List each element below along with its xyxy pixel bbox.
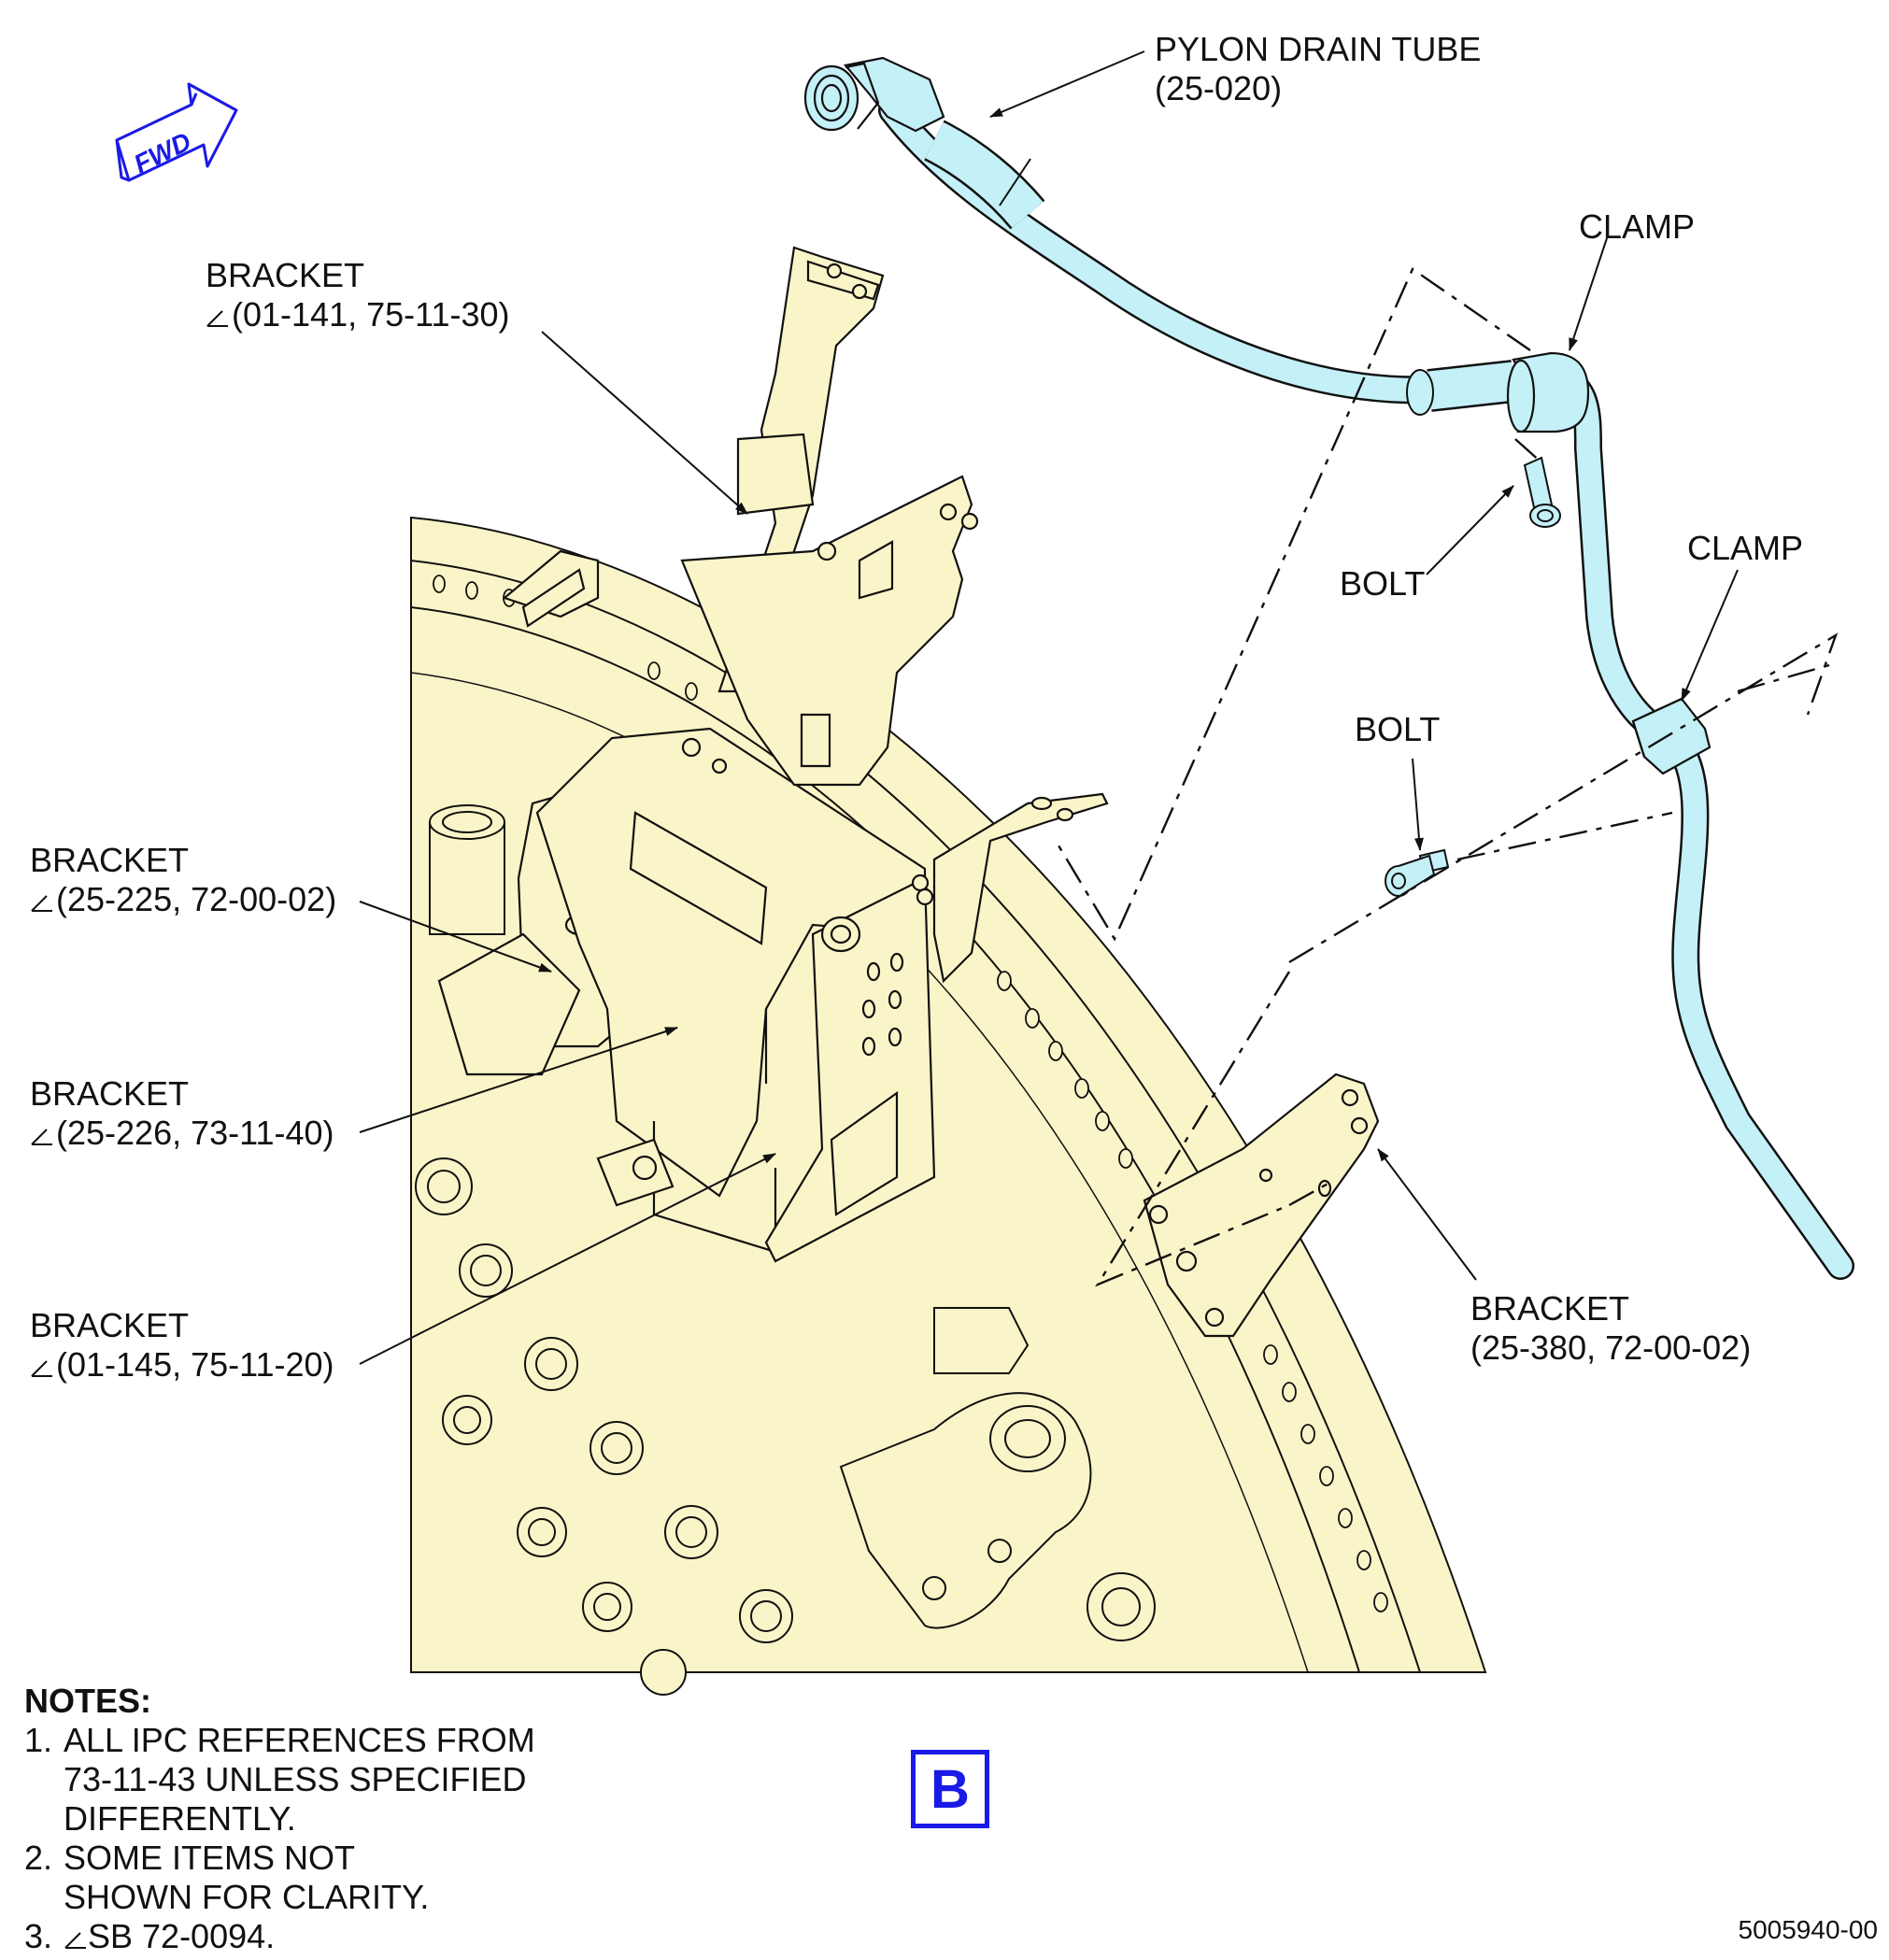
- label-bracket-25-225: BRACKET (25-225, 72-00-02): [30, 841, 336, 919]
- label-bracket-25-225-ref-line: (25-225, 72-00-02): [30, 880, 336, 919]
- lower-link: [839, 1307, 1092, 1629]
- label-bracket-25-226: BRACKET (25-226, 73-11-40): [30, 1074, 334, 1153]
- bracket-01-141-shape: [502, 246, 979, 787]
- label-bracket-25-380: BRACKET (25-380, 72-00-02): [1470, 1289, 1751, 1368]
- bracket-25-380-shape: [1143, 1072, 1380, 1338]
- view-label-box: B: [911, 1750, 989, 1828]
- label-bracket-01-145: BRACKET (01-145, 75-11-20): [30, 1306, 334, 1385]
- label-bolt-upper: BOLT: [1340, 564, 1426, 603]
- triangle-sb-icon: [31, 895, 52, 912]
- triangle-sb-icon: [31, 1360, 52, 1377]
- bolt-lower: [1385, 848, 1450, 897]
- bracket-01-145-shape: [764, 873, 936, 1263]
- label-bracket-25-226-ref: (25-226, 73-11-40): [56, 1114, 334, 1152]
- label-bracket-25-380-ref: (25-380, 72-00-02): [1470, 1328, 1752, 1367]
- note-text: SB 72-0094.: [88, 1917, 276, 1955]
- label-clamp-lower: CLAMP: [1687, 529, 1804, 567]
- triangle-sb-icon: [64, 1932, 86, 1949]
- note-number: 2.: [24, 1839, 53, 1877]
- label-bracket-01-141-name: BRACKET: [206, 256, 365, 294]
- note-item: 1. ALL IPC REFERENCES FROM 73-11-43 UNLE…: [24, 1721, 535, 1839]
- case-bosses: [415, 804, 1156, 1696]
- label-bracket-01-141-ref-line: (01-141, 75-11-30): [206, 295, 510, 334]
- upper-clamp: [1506, 351, 1590, 433]
- triangle-sb-icon: [31, 1129, 52, 1145]
- label-bracket-25-226-name: BRACKET: [30, 1074, 190, 1113]
- label-bracket-01-145-ref-line: (01-145, 75-11-20): [30, 1345, 334, 1385]
- triangle-sb-icon: [206, 310, 228, 327]
- flange-holes: [433, 575, 1388, 1612]
- label-bracket-25-225-name: BRACKET: [30, 841, 190, 879]
- label-pylon-drain-tube-name: PYLON DRAIN TUBE: [1155, 30, 1482, 68]
- note-number: 1.: [24, 1721, 53, 1759]
- label-bracket-01-141: BRACKET (01-141, 75-11-30): [206, 256, 510, 334]
- note-number: 3.: [24, 1917, 53, 1955]
- figure-id: 5005940-00: [1738, 1915, 1878, 1944]
- bracket-25-226-shape: [535, 727, 927, 1254]
- label-bracket-25-226-ref-line: (25-226, 73-11-40): [30, 1114, 334, 1153]
- label-bracket-01-145-name: BRACKET: [30, 1306, 190, 1344]
- label-pylon-drain-tube: PYLON DRAIN TUBE (25-020): [1155, 30, 1481, 108]
- clip-plate: [932, 792, 1109, 984]
- label-clamp-upper: CLAMP: [1579, 207, 1696, 246]
- label-pylon-drain-tube-ref: (25-020): [1155, 69, 1283, 107]
- label-bracket-25-380-name: BRACKET: [1470, 1289, 1630, 1328]
- note-text-sb: SB 72-0094.: [64, 1917, 275, 1956]
- notes-block: NOTES: 1. ALL IPC REFERENCES FROM 73-11-…: [24, 1682, 535, 1956]
- note-text: SOME ITEMS NOT SHOWN FOR CLARITY.: [64, 1839, 430, 1916]
- label-bracket-01-141-ref: (01-141, 75-11-30): [232, 295, 510, 334]
- tube-end-fitting: [803, 56, 945, 133]
- label-bracket-01-145-ref: (01-145, 75-11-20): [56, 1345, 334, 1384]
- note-text: ALL IPC REFERENCES FROM 73-11-43 UNLESS …: [64, 1721, 535, 1838]
- assembly-lines: [1054, 267, 1839, 1287]
- notes-heading: NOTES:: [24, 1682, 152, 1720]
- label-bolt-lower: BOLT: [1355, 710, 1441, 748]
- fwd-arrow-icon: FWD: [115, 82, 238, 182]
- label-bracket-25-225-ref: (25-225, 72-00-02): [56, 880, 337, 918]
- leader-lines: [359, 50, 1739, 1365]
- note-item: 2. SOME ITEMS NOT SHOWN FOR CLARITY.: [24, 1839, 535, 1917]
- pylon-drain-tube: [878, 96, 1854, 1280]
- bolt-upper: [1523, 456, 1561, 528]
- note-item: 3. SB 72-0094.: [24, 1917, 535, 1956]
